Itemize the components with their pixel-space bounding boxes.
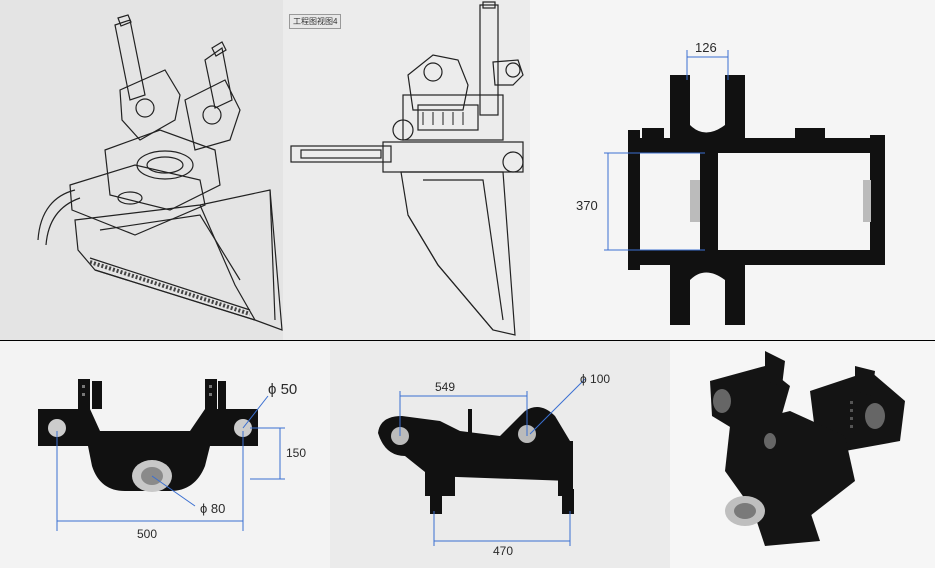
top-view-drawing: 126 370: [576, 40, 885, 325]
dim-width-label: 126: [695, 40, 717, 55]
panel-3d-render: [670, 341, 935, 568]
panel-front-view: ϕ 50 150 ϕ 80 500: [0, 341, 330, 568]
panel-isometric-assembly: [0, 0, 283, 340]
isometric-assembly-drawing: [37, 14, 283, 331]
dim-bore-label: ϕ 80: [200, 501, 225, 516]
dim-span-label: 549: [435, 380, 455, 394]
view-label: 工程图视图4: [289, 14, 342, 29]
dim-hole-label: ϕ 100: [580, 372, 610, 386]
panel-top-view: 126 370: [530, 0, 935, 340]
front-view-drawing: ϕ 50 150 ϕ 80 500: [38, 379, 306, 541]
dim-base-label: 470: [493, 544, 513, 558]
dim-hole-label: ϕ 50: [268, 381, 297, 398]
dim-height-label: 370: [576, 198, 598, 213]
panel-side-view: 工程图视图4: [283, 0, 530, 340]
3d-render-drawing: [710, 351, 905, 546]
dim-width-label: 500: [137, 527, 157, 541]
side-profile-drawing: 549 ϕ 100 470: [378, 372, 610, 558]
panel-side-profile: 549 ϕ 100 470: [330, 341, 670, 568]
side-view-drawing: [290, 1, 524, 336]
dim-height-label: 150: [286, 446, 306, 460]
